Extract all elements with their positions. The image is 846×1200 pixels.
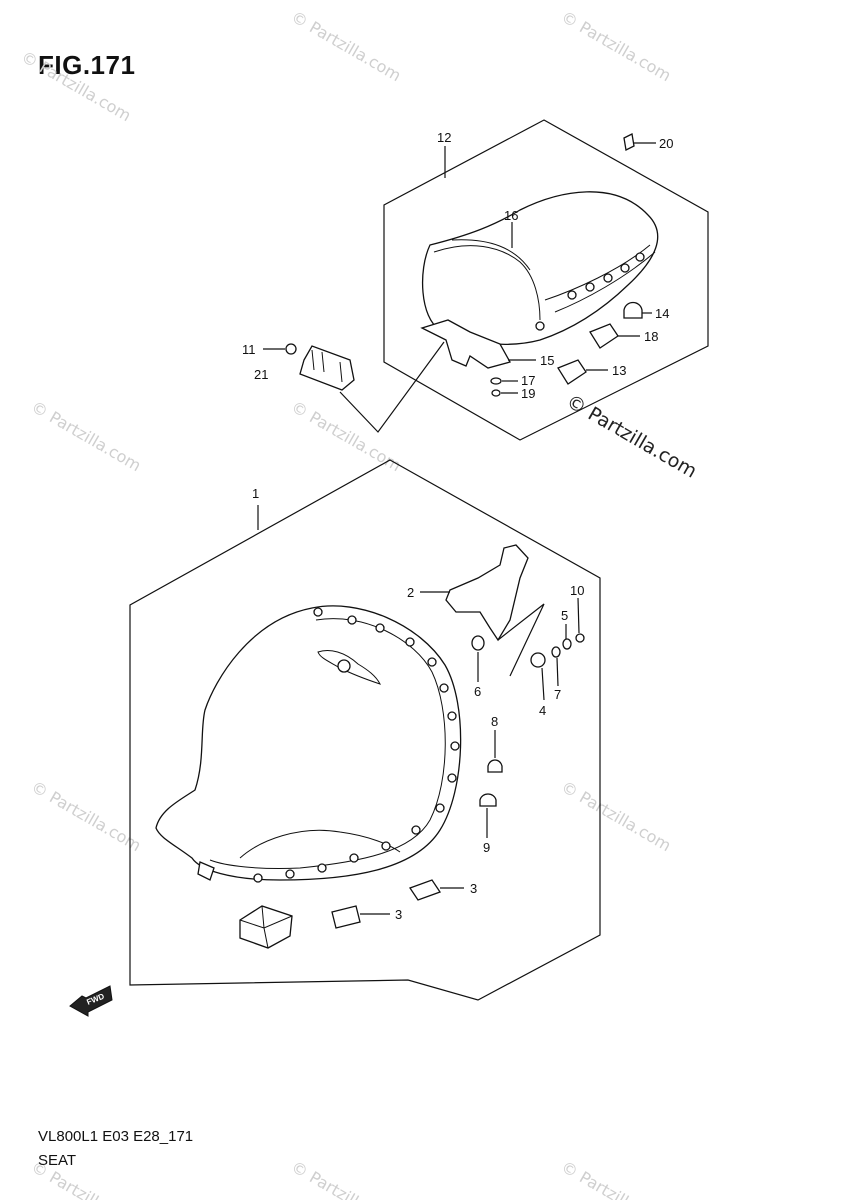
leader-4 [541, 667, 545, 701]
watermark-text: © Partzilla.com [28, 397, 144, 475]
case-box [239, 905, 293, 949]
fwd-arrow-icon: FWD [69, 985, 113, 1017]
washer-17 [490, 377, 502, 385]
cushion-9 [479, 793, 497, 807]
callout-17: 17 [521, 373, 535, 388]
group-outline-12 [383, 119, 709, 441]
clip-3 [409, 879, 441, 901]
watermark-layer: © Partzilla.com © Partzilla.com © Partzi… [18, 7, 700, 1200]
callout-2: 2 [407, 585, 414, 600]
main-seat [155, 605, 462, 883]
callout-12: 12 [437, 130, 451, 145]
clip-3-b [331, 905, 361, 929]
figure-name: SEAT [38, 1152, 77, 1169]
callout-11: 11 [242, 342, 256, 357]
watermark-text: © Partzilla.com [288, 1157, 404, 1200]
figure-code: VL800L1 E03 E28_171 [38, 1128, 194, 1145]
callout-9: 9 [483, 840, 490, 855]
nut-10 [575, 633, 585, 643]
leader-7 [556, 657, 559, 687]
watermark-text: © Partzilla.com [558, 777, 674, 855]
callout-3: 3 [395, 907, 402, 922]
callout-5: 5 [561, 608, 568, 623]
callout-3: 3 [470, 881, 477, 896]
grommet-6 [471, 635, 485, 651]
bracket-15 [420, 319, 511, 369]
callout-8: 8 [491, 714, 498, 729]
watermark-text: © Partzilla.com [558, 7, 674, 85]
callout-4: 4 [539, 703, 546, 718]
bracket-21 [299, 345, 355, 391]
callout-7: 7 [554, 687, 561, 702]
figure-title: FIG.171 [38, 50, 136, 80]
damper-4 [530, 652, 546, 668]
bracket-21-detail [311, 349, 343, 383]
leader-21-connector [339, 341, 445, 433]
leader-10 [577, 597, 580, 634]
callout-18: 18 [644, 329, 658, 344]
callout-16: 16 [504, 208, 518, 223]
bolt-20 [623, 133, 635, 151]
watermark-text: © Partzilla.com [18, 47, 134, 125]
callout-6: 6 [474, 684, 481, 699]
callout-15: 15 [540, 353, 554, 368]
callout-labels: 1 2 3 3 4 5 6 7 8 9 10 11 12 13 14 15 16… [242, 130, 673, 922]
watermark-text: © Partzilla.com [558, 1157, 674, 1200]
passenger-seat [421, 191, 659, 345]
washer-7 [551, 646, 561, 658]
group-outline-1 [129, 459, 601, 1001]
callout-21: 21 [254, 367, 268, 382]
callout-10: 10 [570, 583, 584, 598]
nut-19 [491, 389, 501, 397]
watermark-text: © Partzilla.com [28, 777, 144, 855]
callout-14: 14 [655, 306, 669, 321]
bolt-11 [285, 343, 297, 355]
callout-13: 13 [612, 363, 626, 378]
clip-18 [589, 323, 619, 349]
cushion-14 [623, 301, 643, 319]
callout-1: 1 [252, 486, 259, 501]
callout-20: 20 [659, 136, 673, 151]
watermark-text: © Partzilla.com [288, 7, 404, 85]
bracket-2 [445, 544, 529, 642]
callout-19: 19 [521, 386, 535, 401]
clip-13 [557, 359, 587, 385]
watermark-featured: © Partzilla.com [563, 390, 701, 482]
leader-2-connector [497, 603, 545, 677]
watermark-text: © Partzilla.com [288, 397, 404, 475]
washer-5 [562, 638, 572, 650]
cushion-8 [487, 759, 503, 773]
